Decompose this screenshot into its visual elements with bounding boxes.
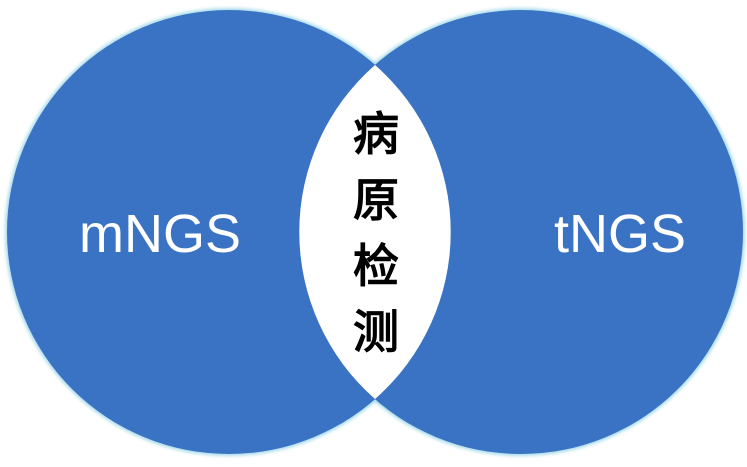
overlap-char-3: 检 bbox=[353, 239, 399, 293]
overlap-region bbox=[299, 65, 451, 399]
left-circle-label: mNGS bbox=[79, 204, 241, 264]
overlap-char-4: 测 bbox=[353, 305, 399, 359]
right-circle-label: tNGS bbox=[554, 204, 686, 264]
overlap-char-1: 病 bbox=[353, 107, 399, 161]
overlap-char-2: 原 bbox=[353, 173, 399, 227]
